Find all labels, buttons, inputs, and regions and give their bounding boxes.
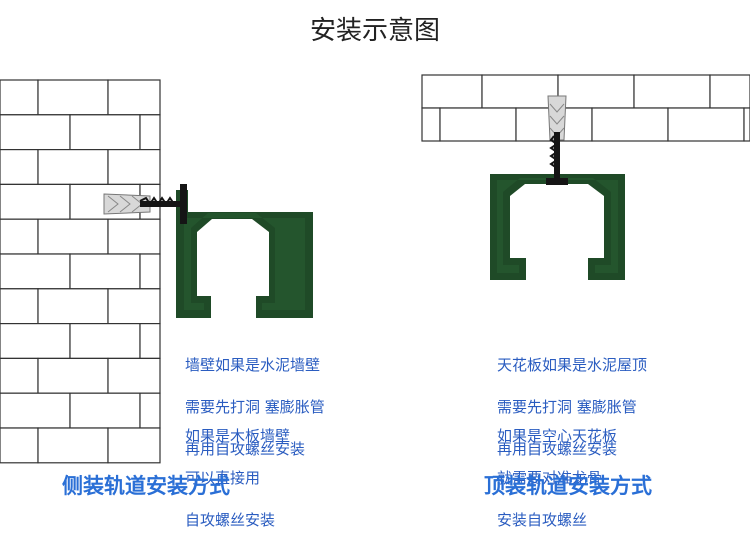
wall-brick	[69, 323, 141, 360]
wall-brick	[107, 427, 161, 464]
side-screw-icon	[139, 184, 187, 224]
ceiling-brick	[439, 107, 517, 142]
wall-brick	[107, 218, 161, 255]
wall-brick	[139, 253, 161, 290]
ceiling-brick	[557, 74, 635, 109]
side-note-line: 墙壁如果是水泥墙壁	[185, 356, 321, 374]
top-mount-caption: 顶装轨道安装方式	[484, 474, 652, 498]
ceiling-brick	[743, 107, 750, 142]
ceiling-brick	[481, 74, 559, 109]
installation-diagram	[0, 74, 750, 464]
wall-brick	[0, 149, 39, 186]
wall-brick	[0, 183, 71, 220]
wall-brick	[139, 114, 161, 151]
wall-brick	[37, 79, 109, 116]
wall-brick	[0, 114, 71, 151]
side-mount-caption: 侧装轨道安装方式	[62, 474, 230, 498]
wall-brick	[0, 392, 71, 429]
wall-brick	[107, 79, 161, 116]
ceiling-brick	[421, 74, 483, 109]
wall-brick	[69, 253, 141, 290]
wall-brick	[0, 323, 71, 360]
side-note-line: 再用自攻螺丝安装	[185, 440, 306, 458]
ceiling-brick	[591, 107, 669, 142]
wall-brick	[107, 149, 161, 186]
ceiling-brick	[421, 107, 441, 142]
top-note-line: 需要先打洞 塞膨胀管	[497, 398, 637, 416]
wall-brick	[37, 427, 109, 464]
side-expansion-anchor-icon	[103, 193, 151, 215]
wall-brick	[107, 288, 161, 325]
top-note-concrete: 天花板如果是水泥屋顶 需要先打洞 塞膨胀管 再用自攻螺丝安装	[497, 334, 647, 481]
side-note-line: 可以直接用	[185, 469, 261, 487]
wall-brick	[69, 114, 141, 151]
side-note-line: 如果是木板墙壁	[185, 427, 291, 445]
top-note-line: 就需要对准龙骨	[497, 469, 603, 487]
side-note-concrete: 墙壁如果是水泥墙壁 需要先打洞 塞膨胀管 再用自攻螺丝安装	[185, 334, 325, 481]
wall-brick	[0, 253, 71, 290]
ceiling-brick	[633, 74, 711, 109]
wall-brick	[107, 357, 161, 394]
wall-brick	[37, 149, 109, 186]
top-rail-profile-icon	[490, 174, 625, 280]
top-note-line: 天花板如果是水泥屋顶	[497, 356, 648, 374]
top-note-line: 安装自攻螺丝	[497, 511, 588, 529]
ceiling-brick	[709, 74, 750, 109]
page-title: 安装示意图	[309, 16, 440, 46]
side-note-line: 需要先打洞 塞膨胀管	[185, 398, 325, 416]
wall-brick	[0, 218, 39, 255]
ceiling-bricks-icon	[421, 74, 750, 142]
top-expansion-anchor-icon	[547, 95, 567, 141]
wall-brick	[37, 357, 109, 394]
wall-brick	[37, 218, 109, 255]
wall-brick	[0, 288, 39, 325]
brick-wall-icon	[0, 79, 161, 464]
ceiling-brick	[667, 107, 745, 142]
wall-brick	[0, 79, 39, 116]
wall-brick	[0, 427, 39, 464]
top-note-line: 如果是空心天花板	[497, 427, 618, 445]
top-screw-icon	[546, 132, 568, 185]
side-note-line: 自攻螺丝安装	[185, 511, 276, 529]
top-note-line: 再用自攻螺丝安装	[497, 440, 618, 458]
wall-brick	[37, 288, 109, 325]
wall-brick	[139, 323, 161, 360]
side-rail-profile-icon	[176, 190, 313, 318]
wall-brick	[0, 357, 39, 394]
wall-brick	[69, 392, 141, 429]
wall-brick	[139, 392, 161, 429]
